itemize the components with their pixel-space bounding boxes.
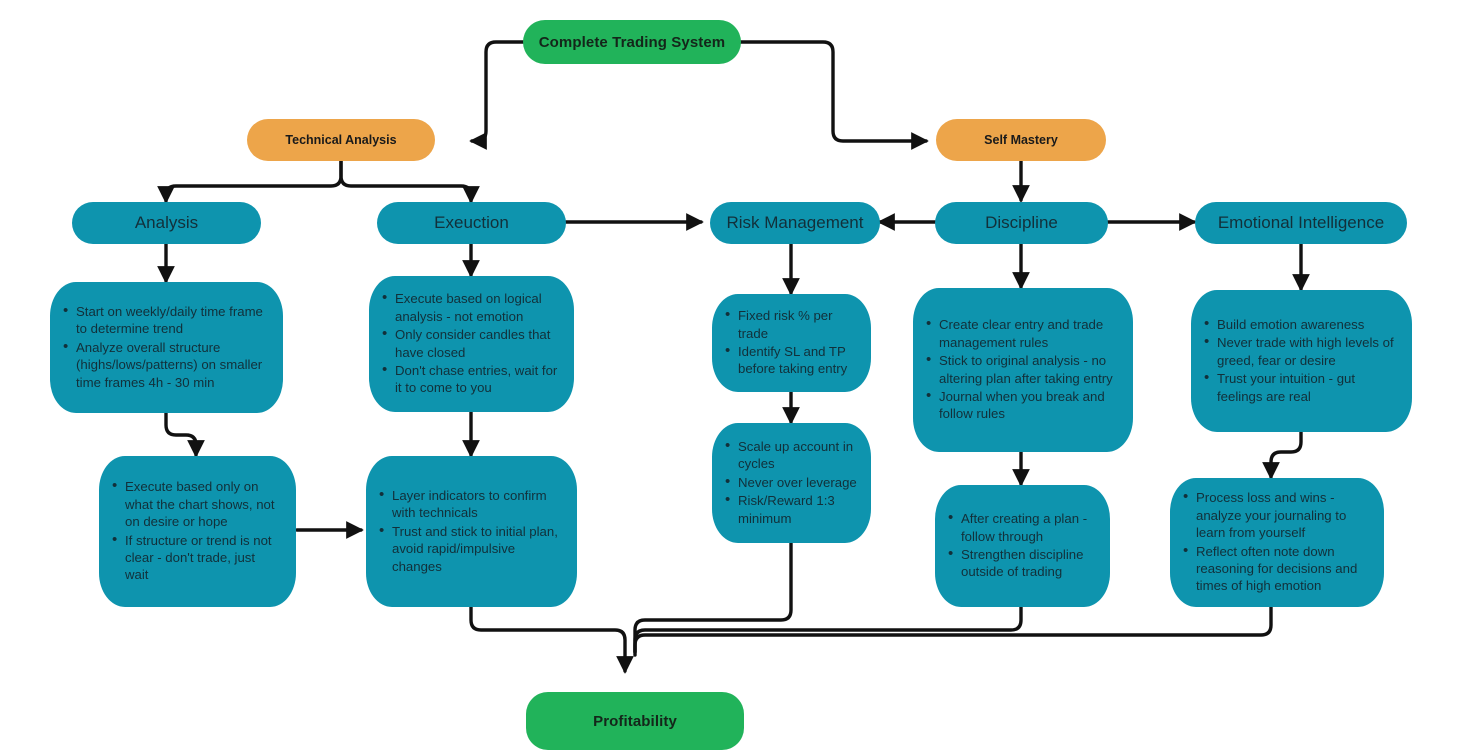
detail-list: Fixed risk % per tradeIdentify SL and TP…	[722, 306, 857, 379]
edge-root-to-technical	[469, 40, 525, 150]
detail-list: After creating a plan - follow throughSt…	[945, 509, 1096, 582]
edge-analysis-detail1-to-detail2	[164, 411, 205, 458]
detail-bullet: Build emotion awareness	[1204, 315, 1398, 334]
detail-bullet: Identify SL and TP before taking entry	[725, 342, 857, 378]
detail-list: Scale up account in cyclesNever over lev…	[722, 437, 857, 528]
detail-bullet: Journal when you break and follow rules	[926, 387, 1119, 423]
detail-bullet: Strengthen discipline outside of trading	[948, 545, 1096, 581]
node-label: Technical Analysis	[285, 133, 397, 147]
detail-list: Process loss and wins - analyze your jou…	[1180, 488, 1370, 596]
edge-risk-to-profitability	[633, 541, 793, 654]
edge-technical-to-analysis	[157, 159, 343, 204]
detail-bullet: Trust your intuition - gut feelings are …	[1204, 369, 1398, 405]
node-analysis[interactable]: Analysis	[72, 202, 261, 244]
edge-root-to-selfmastery	[739, 40, 929, 150]
node-risk-management[interactable]: Risk Management	[710, 202, 880, 244]
detail-bullet: Risk/Reward 1:3 minimum	[725, 491, 857, 527]
detail-list: Execute based on logical analysis - not …	[379, 289, 560, 398]
detail-bullet: After creating a plan - follow through	[948, 509, 1096, 545]
detail-discipline-1[interactable]: Create clear entry and trade management …	[913, 288, 1133, 452]
detail-bullet: Only consider candles that have closed	[382, 325, 560, 361]
detail-list: Start on weekly/daily time frame to dete…	[60, 302, 269, 392]
node-label: Profitability	[593, 712, 677, 730]
detail-bullet: Never trade with high levels of greed, f…	[1204, 333, 1398, 369]
node-emotional-intelligence[interactable]: Emotional Intelligence	[1195, 202, 1407, 244]
detail-risk-2[interactable]: Scale up account in cyclesNever over lev…	[712, 423, 871, 543]
node-discipline[interactable]: Discipline	[935, 202, 1108, 244]
detail-bullet: Analyze overall structure (highs/lows/pa…	[63, 338, 269, 391]
detail-execution-2[interactable]: Layer indicators to confirm with technic…	[366, 456, 577, 607]
detail-bullet: If structure or trend is not clear - don…	[112, 530, 282, 584]
node-label: Risk Management	[726, 213, 864, 232]
edge-emotional-detail1-to-detail2	[1262, 430, 1303, 480]
detail-analysis-1[interactable]: Start on weekly/daily time frame to dete…	[50, 282, 283, 413]
node-complete-trading-system[interactable]: Complete Trading System	[523, 20, 741, 64]
node-label: Complete Trading System	[538, 33, 726, 51]
detail-bullet: Start on weekly/daily time frame to dete…	[63, 302, 269, 338]
detail-bullet: Stick to original analysis - no altering…	[926, 351, 1119, 387]
detail-analysis-2[interactable]: Execute based only on what the chart sho…	[99, 456, 296, 607]
detail-list: Execute based only on what the chart sho…	[109, 477, 282, 585]
detail-bullet: Scale up account in cycles	[725, 437, 857, 473]
detail-bullet: Fixed risk % per trade	[725, 306, 857, 342]
detail-bullet: Create clear entry and trade management …	[926, 315, 1119, 351]
detail-emotional-2[interactable]: Process loss and wins - analyze your jou…	[1170, 478, 1384, 607]
detail-bullet: Reflect often note down reasoning for de…	[1183, 541, 1370, 595]
detail-list: Build emotion awarenessNever trade with …	[1201, 315, 1398, 406]
detail-bullet: Execute based on logical analysis - not …	[382, 289, 560, 325]
detail-list: Layer indicators to confirm with technic…	[376, 486, 563, 576]
detail-discipline-2[interactable]: After creating a plan - follow throughSt…	[935, 485, 1110, 607]
detail-execution-1[interactable]: Execute based on logical analysis - not …	[369, 276, 574, 412]
detail-bullet: Execute based only on what the chart sho…	[112, 477, 282, 530]
node-label: Exeuction	[434, 213, 509, 232]
edge-technical-to-execution	[339, 159, 480, 204]
node-label: Emotional Intelligence	[1217, 213, 1385, 232]
node-technical-analysis[interactable]: Technical Analysis	[247, 119, 435, 161]
detail-bullet: Layer indicators to confirm with technic…	[379, 486, 563, 522]
node-label: Discipline	[985, 213, 1058, 232]
detail-emotional-1[interactable]: Build emotion awarenessNever trade with …	[1191, 290, 1412, 432]
node-label: Analysis	[134, 213, 199, 232]
edge-emotional-to-profitability	[633, 605, 1273, 657]
detail-bullet: Trust and stick to initial plan, avoid r…	[379, 522, 563, 575]
detail-list: Create clear entry and trade management …	[923, 315, 1119, 424]
node-self-mastery[interactable]: Self Mastery	[936, 119, 1106, 161]
node-execution[interactable]: Exeuction	[377, 202, 566, 244]
detail-risk-1[interactable]: Fixed risk % per tradeIdentify SL and TP…	[712, 294, 871, 392]
detail-bullet: Don't chase entries, wait for it to come…	[382, 361, 560, 397]
node-label: Self Mastery	[984, 133, 1058, 147]
detail-bullet: Never over leverage	[725, 473, 857, 492]
detail-bullet: Process loss and wins - analyze your jou…	[1183, 488, 1370, 541]
edge-execution-to-profitability	[469, 605, 634, 674]
edge-discipline-to-profitability	[633, 605, 1023, 654]
node-profitability[interactable]: Profitability	[526, 692, 744, 750]
